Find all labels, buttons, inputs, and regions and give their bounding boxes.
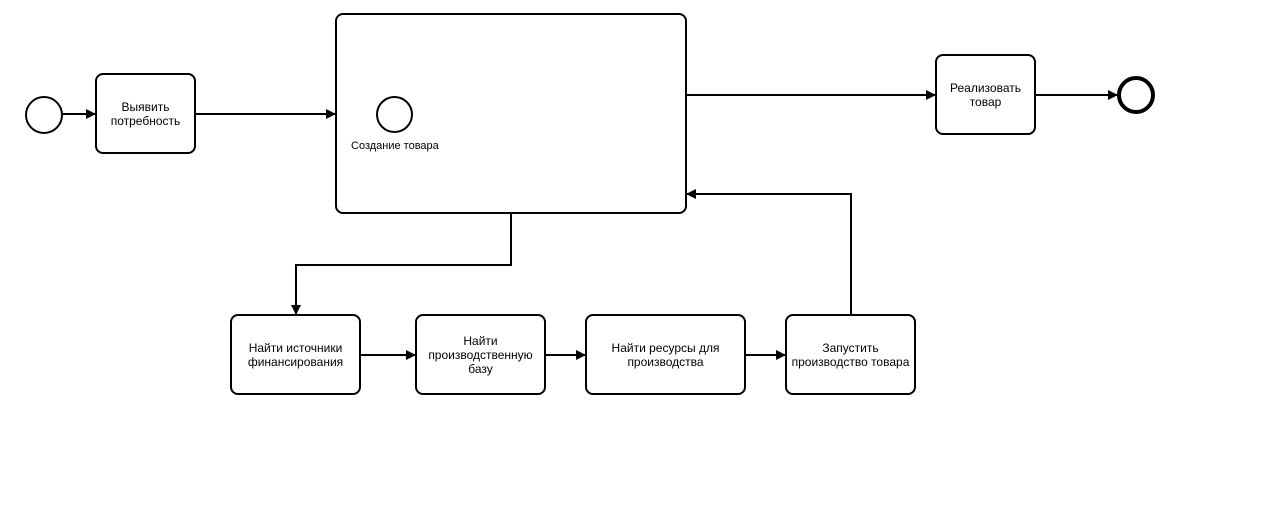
end-event[interactable] bbox=[1117, 76, 1155, 114]
task-find-resources[interactable]: Найти ресурсы для производства bbox=[585, 314, 746, 395]
subprocess-inner-start-event[interactable] bbox=[376, 96, 413, 133]
task-realize-product[interactable]: Реализовать товар bbox=[935, 54, 1036, 135]
task-launch-production[interactable]: Запустить производство товара bbox=[785, 314, 916, 395]
subprocess-inner-start-label: Создание товара bbox=[351, 140, 439, 152]
task-identify-need[interactable]: Выявить потребность bbox=[95, 73, 196, 154]
task-find-financing[interactable]: Найти источники финансирования bbox=[230, 314, 361, 395]
subprocess-create-product[interactable]: Создание товара bbox=[335, 13, 687, 214]
flow-subprocess-to-find-financing[interactable] bbox=[291, 214, 512, 315]
task-find-production-base[interactable]: Найти производственную базу bbox=[415, 314, 546, 395]
flow-launch-production-to-subprocess[interactable] bbox=[686, 189, 852, 314]
start-event[interactable] bbox=[25, 96, 63, 134]
